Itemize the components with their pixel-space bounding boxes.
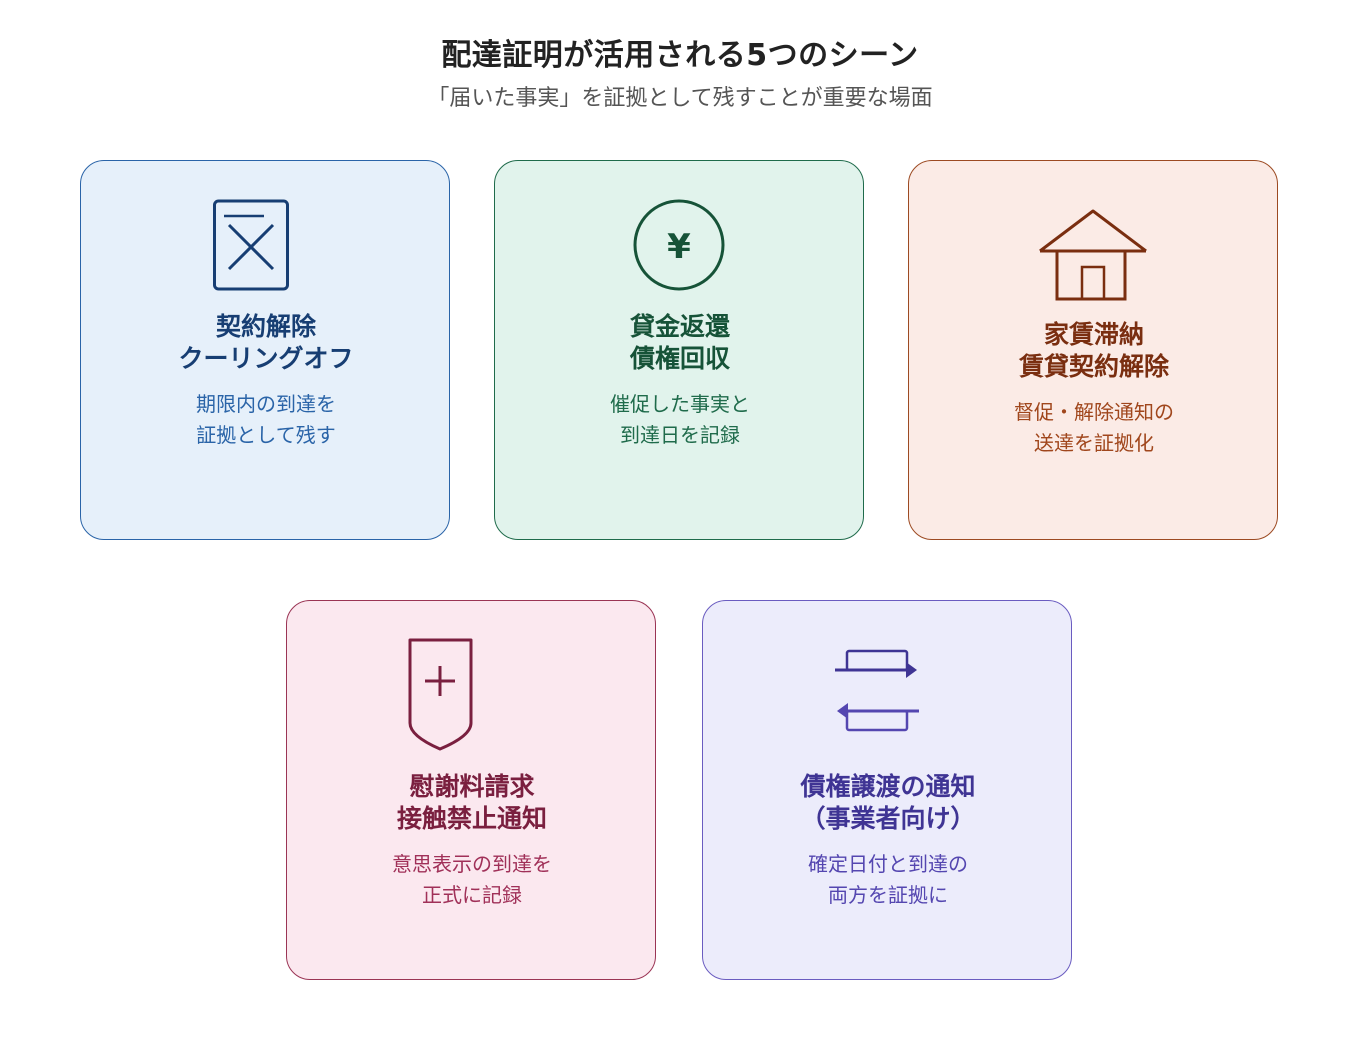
card-description-line: 証拠として残す bbox=[196, 423, 336, 447]
card-heading: 貸金返還 債権回収 bbox=[495, 311, 865, 375]
card-description-line: 督促・解除通知の bbox=[1014, 400, 1174, 424]
card-description-line: 両方を証拠に bbox=[828, 883, 948, 907]
document-cross-icon bbox=[213, 199, 289, 291]
svg-text:¥: ¥ bbox=[667, 227, 691, 267]
card-description-line: 意思表示の到達を bbox=[392, 852, 552, 876]
card-description-line: 期限内の到達を bbox=[196, 392, 336, 416]
scene-card-loan-recovery: ¥ 貸金返還 債権回収 催促した事実と 到達日を記録 bbox=[494, 160, 864, 540]
scene-card-rent-arrears: 家賃滞納 賃貸契約解除 督促・解除通知の 送達を証拠化 bbox=[908, 160, 1278, 540]
card-description: 催促した事実と 到達日を記録 bbox=[495, 389, 865, 451]
card-heading: 契約解除 クーリングオフ bbox=[81, 311, 451, 375]
card-heading-line: 債権回収 bbox=[629, 344, 730, 373]
card-heading-line: （事業者向け） bbox=[800, 804, 976, 833]
card-heading: 家賃滞納 賃貸契約解除 bbox=[909, 319, 1279, 383]
card-description-line: 正式に記録 bbox=[422, 883, 522, 907]
card-description: 督促・解除通知の 送達を証拠化 bbox=[909, 397, 1279, 459]
card-heading: 債権譲渡の通知 （事業者向け） bbox=[703, 771, 1073, 835]
card-description: 確定日付と到達の 両方を証拠に bbox=[703, 849, 1073, 911]
card-heading: 慰謝料請求 接触禁止通知 bbox=[287, 771, 657, 835]
card-description-line: 催促した事実と bbox=[610, 392, 750, 416]
scene-card-claim-assignment: 債権譲渡の通知 （事業者向け） 確定日付と到達の 両方を証拠に bbox=[702, 600, 1072, 980]
scene-card-compensation-claim: 慰謝料請求 接触禁止通知 意思表示の到達を 正式に記録 bbox=[286, 600, 656, 980]
card-description: 意思表示の到達を 正式に記録 bbox=[287, 849, 657, 911]
card-heading-line: クーリングオフ bbox=[178, 344, 354, 373]
card-heading-line: 賃貸契約解除 bbox=[1018, 352, 1169, 381]
card-heading-line: 慰謝料請求 bbox=[409, 772, 535, 801]
transfer-arrows-icon bbox=[835, 649, 919, 732]
card-heading-line: 債権譲渡の通知 bbox=[800, 772, 976, 801]
card-description-line: 確定日付と到達の bbox=[808, 852, 968, 876]
card-heading-line: 家賃滞納 bbox=[1043, 320, 1144, 349]
page-title: 配達証明が活用される5つのシーン bbox=[441, 38, 919, 73]
card-description-line: 到達日を記録 bbox=[620, 423, 740, 447]
shield-plus-icon bbox=[408, 638, 473, 751]
card-description: 期限内の到達を 証拠として残す bbox=[81, 389, 451, 451]
card-heading-line: 接触禁止通知 bbox=[396, 804, 547, 833]
house-icon bbox=[1039, 209, 1147, 301]
card-description-line: 送達を証拠化 bbox=[1034, 431, 1154, 455]
page-subtitle: 「届いた事実」を証拠として残すことが重要な場面 bbox=[427, 86, 933, 111]
scene-card-contract-cancellation: 契約解除 クーリングオフ 期限内の到達を 証拠として残す bbox=[80, 160, 450, 540]
card-heading-line: 貸金返還 bbox=[629, 312, 730, 341]
card-heading-line: 契約解除 bbox=[215, 312, 316, 341]
yen-coin-icon: ¥ bbox=[633, 199, 725, 291]
